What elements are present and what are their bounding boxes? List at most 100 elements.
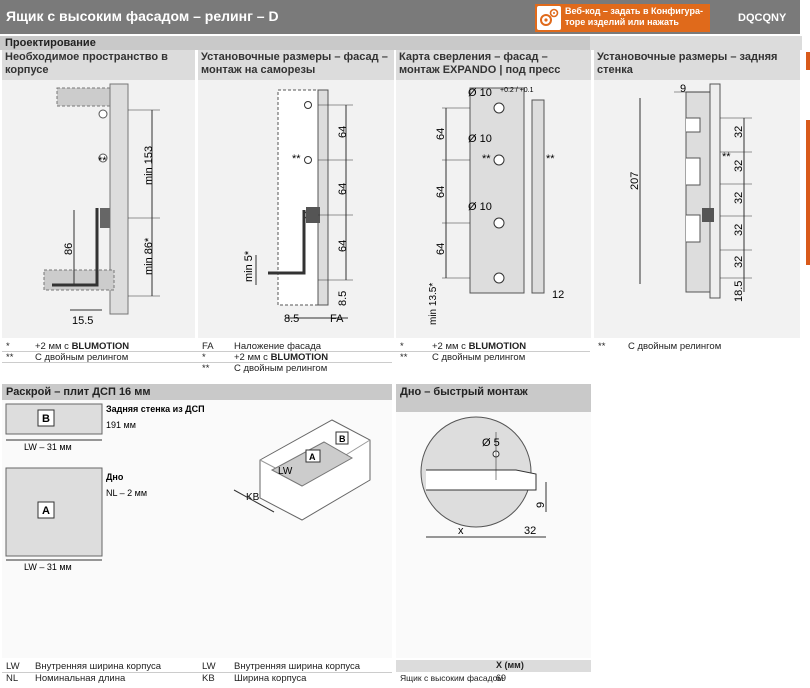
- gear-icon: [537, 6, 561, 30]
- label-stars: **: [292, 153, 301, 165]
- iso-b: B: [339, 434, 346, 444]
- dim-32: 32: [733, 126, 745, 138]
- table-row-value: 69: [496, 673, 507, 683]
- dim-dia5: Ø 5: [482, 437, 500, 449]
- table-row: Ящик с высоким фасадом 69: [396, 672, 591, 684]
- dim-min5: min 5*: [243, 250, 255, 282]
- dim-min13-5: min 13.5*: [428, 283, 439, 325]
- dim-64: 64: [337, 240, 349, 252]
- dim-12: 12: [552, 289, 564, 301]
- label-stars: **: [98, 155, 107, 167]
- legend-text: Внутренняя ширина корпуса: [234, 661, 361, 672]
- section-header-filler: [590, 36, 802, 50]
- configurator-link[interactable]: Веб-код – задать в Конфигура-торе издели…: [535, 4, 710, 32]
- table-col-header: X (мм): [496, 660, 524, 670]
- note-text: С двойным релингом: [628, 341, 722, 352]
- dim-64: 64: [435, 128, 447, 140]
- dim-64: 64: [337, 126, 349, 138]
- note-text: +2 мм с BLUMOTION: [234, 352, 329, 363]
- iso-kb: KB: [246, 492, 260, 503]
- dim-fa: FA: [330, 313, 344, 325]
- note-row: **: [598, 341, 606, 352]
- table-row-label: Ящик с высоким фасадом: [400, 673, 504, 683]
- dim-32: 32: [733, 256, 745, 268]
- note-row: **: [400, 352, 408, 363]
- section-title: Раскрой – плит ДСП 16 мм: [6, 386, 151, 398]
- dim-18-5: 18.5: [733, 281, 745, 302]
- note-text: С двойным релингом: [432, 352, 526, 363]
- drawing-drilling-map: Ø 10 Ø 10 Ø 10 +0.2 / +0.1 ** ** 64 64 6…: [428, 87, 564, 325]
- dim-tolerance: +0.2 / +0.1: [500, 87, 534, 94]
- side-marker: [806, 52, 810, 70]
- note-row: FA: [202, 341, 214, 352]
- drawing-cutting: B Задняя стенка из ДСП 191 мм LW – 31 мм…: [5, 403, 371, 572]
- divider: [2, 672, 392, 673]
- part-b-dim: 191 мм: [106, 420, 136, 430]
- dim-min86: min 86*: [143, 237, 155, 275]
- note-text: С двойным релингом: [35, 352, 129, 363]
- dim-15-5: 15.5: [72, 315, 93, 327]
- column-header: Необходимое пространство в корпусе: [2, 50, 195, 80]
- legend-key: KB: [202, 673, 215, 684]
- legend-key: NL: [6, 673, 19, 684]
- dim-32: 32: [733, 224, 745, 236]
- note-row: **: [202, 363, 210, 374]
- drawing-required-space: ** min 153 min 86* 86 15.5: [43, 83, 160, 327]
- dim-64: 64: [337, 183, 349, 195]
- note-text: +2 мм с BLUMOTION: [432, 341, 527, 352]
- part-a-label: Дно: [106, 472, 124, 482]
- dim-dia: Ø 10: [468, 201, 492, 213]
- dim-207: 207: [629, 172, 641, 190]
- dim-x: x: [458, 525, 464, 537]
- design-section-header: Проектирование: [0, 36, 590, 50]
- cutting-section-header: Раскрой – плит ДСП 16 мм: [2, 384, 392, 400]
- table-header-row: X (мм): [396, 660, 591, 672]
- section-title: Дно – быстрый монтаж: [400, 386, 528, 398]
- iso-lw: LW: [278, 466, 293, 477]
- part-a-width: LW – 31 мм: [24, 562, 72, 572]
- dim-min153: min 153: [143, 146, 155, 185]
- note-row: *: [400, 341, 404, 352]
- note-text: С двойным релингом: [234, 363, 328, 374]
- part-b-letter: B: [42, 413, 50, 425]
- dim-dia: Ø 10: [468, 87, 492, 99]
- part-a-dim: NL – 2 мм: [106, 488, 147, 498]
- dim-8-5: 8.5: [284, 313, 299, 325]
- note-row: **: [6, 352, 14, 363]
- dim-32: 32: [733, 192, 745, 204]
- dim-8-5: 8.5: [337, 291, 349, 306]
- dim-32: 32: [524, 525, 536, 537]
- dim-32: 32: [733, 160, 745, 172]
- divider: [2, 362, 392, 363]
- page-title: Ящик с высоким фасадом – релинг – D: [6, 8, 279, 24]
- drawing-front-mounting: ** 64 64 64 8.5 min 5* 8.5 FA: [243, 89, 353, 325]
- bottom-section-header: Дно – быстрый монтаж: [396, 384, 591, 412]
- column-header: Установочные размеры – фасад – монтаж на…: [198, 50, 394, 80]
- note-row: *: [6, 341, 10, 352]
- dim-9: 9: [535, 502, 547, 508]
- side-marker: [806, 120, 810, 265]
- column-header: Карта сверления – фасад – монтаж EXPANDO…: [396, 50, 591, 80]
- title-bar: Ящик с высоким фасадом – релинг – D Веб-…: [0, 0, 800, 34]
- legend-key: LW: [202, 661, 216, 672]
- web-code[interactable]: DQCQNY: [738, 12, 787, 24]
- dim-dia: Ø 10: [468, 133, 492, 145]
- drawing-bottom-mounting: Ø 5 9 x 32: [420, 416, 547, 538]
- column-header: Установочные размеры – задняя стенка: [594, 50, 800, 80]
- section-title: Проектирование: [5, 37, 96, 49]
- legend-key: LW: [6, 661, 20, 672]
- label-stars: **: [722, 151, 731, 163]
- note-text: Наложение фасада: [234, 341, 322, 352]
- note-text: +2 мм с BLUMOTION: [35, 341, 130, 352]
- legend-text: Ширина корпуса: [234, 673, 307, 684]
- note-row: *: [202, 352, 206, 363]
- iso-a: A: [309, 452, 316, 462]
- label-stars: **: [482, 153, 491, 165]
- legend-text: Внутренняя ширина корпуса: [35, 661, 162, 672]
- dim-64: 64: [435, 243, 447, 255]
- dim-64: 64: [435, 186, 447, 198]
- divider: [2, 351, 590, 352]
- legend-text: Номинальная длина: [35, 673, 126, 684]
- part-b-width: LW – 31 мм: [24, 442, 72, 452]
- dim-9: 9: [680, 83, 686, 95]
